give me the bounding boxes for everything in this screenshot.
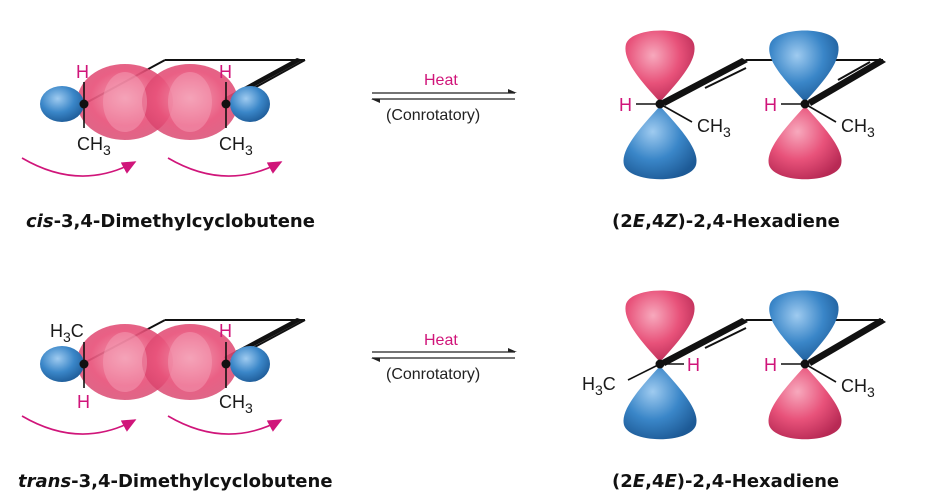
equilibrium-arrow-2: Heat (Conrotatory)	[371, 332, 517, 383]
right-substituent: H	[764, 355, 777, 375]
trans-reactant: H3C H H CH3	[21, 318, 306, 435]
sigma-lobe-blue-left	[40, 86, 84, 122]
rotation-arrow-right	[167, 415, 283, 435]
product-name-1: (2E,4Z)-2,4-Hexadiene	[612, 211, 840, 232]
rotation-arrow-right	[167, 157, 283, 177]
right-methyl: CH3	[841, 376, 875, 400]
right-substituent: H	[764, 95, 777, 115]
p-orbital-left-top	[625, 30, 695, 102]
carbon-atom-left	[79, 359, 89, 369]
rotation-arrow-left	[21, 157, 137, 177]
product-name-2: (2E,4E)-2,4-Hexadiene	[612, 471, 839, 492]
rotation-arrow-left	[21, 415, 137, 435]
p-orbital-right-top	[769, 290, 839, 362]
left-top-substituent: H	[76, 62, 89, 82]
left-substituent: H	[619, 95, 632, 115]
arrow-top-label: Heat	[424, 72, 458, 89]
left-methyl: CH3	[697, 116, 731, 140]
left-bottom-substituent: CH3	[77, 134, 111, 158]
p-orbital-left-bottom	[623, 106, 697, 180]
sigma-lobe-blue-left	[40, 346, 84, 382]
equilibrium-arrow-1: Heat (Conrotatory)	[371, 72, 517, 124]
right-top-substituent: H	[219, 321, 232, 341]
p-orbital-left-top	[625, 290, 695, 362]
p-orbital-right-top	[769, 30, 839, 102]
sigma-lobe-blue-right	[230, 86, 270, 122]
wedge-bond-left	[662, 318, 748, 366]
carbon-atom-right	[221, 359, 231, 369]
carbon-atom-right	[800, 99, 810, 109]
p-orbital-right-bottom	[768, 106, 842, 180]
EE-product: H3C H H CH3	[582, 290, 886, 440]
right-bottom-substituent: CH3	[219, 392, 253, 416]
arrow-bottom-label: (Conrotatory)	[386, 107, 480, 124]
reactant-name-2: trans-3,4-Dimethylcyclobutene	[18, 471, 333, 492]
sigma-lobe-blue-right	[230, 346, 270, 382]
right-bottom-substituent: CH3	[219, 134, 253, 158]
left-substituent: H3C	[582, 374, 616, 398]
reactant-name-1: cis-3,4-Dimethylcyclobutene	[26, 211, 315, 232]
carbon-atom-right	[221, 99, 231, 109]
EZ-product: H CH3 H CH3	[619, 30, 886, 180]
carbon-atom-left	[655, 99, 665, 109]
pi-orbital-cloud	[77, 64, 238, 140]
pi-orbital-cloud	[77, 324, 238, 400]
wedge-bond-right	[808, 58, 886, 106]
right-top-substituent: H	[219, 62, 232, 82]
left-bottom-substituent: H	[77, 392, 90, 412]
wedge-bond-left	[662, 58, 748, 106]
p-orbital-right-bottom	[768, 366, 842, 440]
left-top-substituent: H3C	[50, 321, 84, 345]
wedge-bond-right	[808, 318, 886, 366]
p-orbital-left-bottom	[623, 366, 697, 440]
arrow-top-label: Heat	[424, 332, 458, 349]
carbon-atom-right	[800, 359, 810, 369]
right-methyl: CH3	[841, 116, 875, 140]
cis-reactant: H CH3 H CH3	[21, 58, 306, 177]
carbon-atom-left	[79, 99, 89, 109]
carbon-atom-left	[655, 359, 665, 369]
arrow-bottom-label: (Conrotatory)	[386, 366, 480, 383]
left-hydrogen: H	[687, 355, 700, 375]
